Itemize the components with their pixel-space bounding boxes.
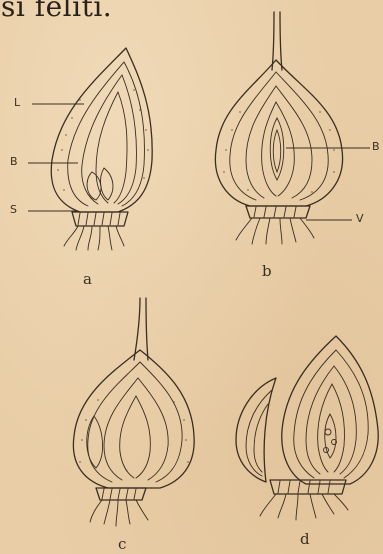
figure-label-d: d [300,530,310,548]
callout-a-l: L [14,96,20,109]
callout-a-s: S [10,203,17,216]
figure-label-a: a [83,270,92,288]
figure-d-bulb [236,336,378,520]
callout-b-b: B [372,140,380,153]
callout-b-v: V [356,212,364,225]
figure-label-c: c [118,535,126,553]
figure-a-bulb [28,48,152,250]
figure-label-b: b [262,262,272,280]
figure-c-bulb [73,298,194,526]
figure-b-bulb [215,12,370,244]
callout-a-b: B [10,155,18,168]
